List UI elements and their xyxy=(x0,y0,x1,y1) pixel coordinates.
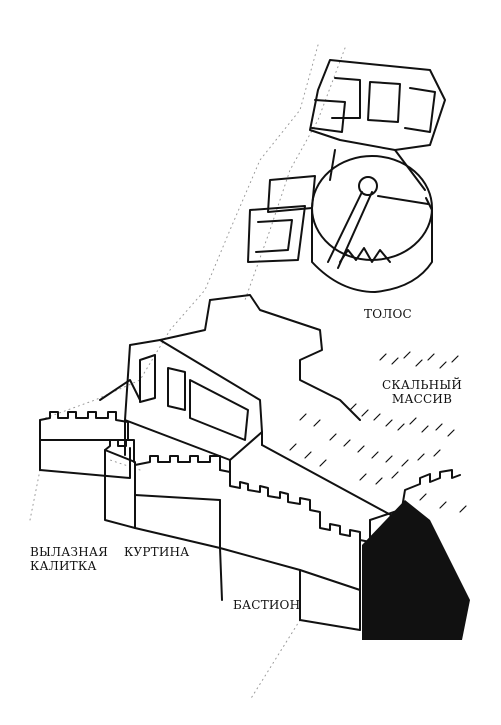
rock-hatching xyxy=(289,351,467,513)
label-sally-line2: КАЛИТКА xyxy=(30,559,97,573)
curtain-wall xyxy=(104,439,221,549)
label-curtain: КУРТИНА xyxy=(124,545,190,559)
wall-left-merlons xyxy=(39,411,131,479)
label-sally-port: ВЫЛАЗНАЯ КАЛИТКА xyxy=(30,545,108,573)
label-rock-massif: СКАЛЬНЫЙ МАССИВ xyxy=(382,378,462,406)
central-tower xyxy=(124,339,263,476)
label-tholos: ТОЛОС xyxy=(364,307,412,321)
mid-rooms xyxy=(247,175,316,263)
upper-rooms xyxy=(309,59,446,151)
label-rock-line1: СКАЛЬНЫЙ xyxy=(382,378,462,392)
label-rock-line2: МАССИВ xyxy=(391,392,453,406)
label-bastion: БАСТИОН xyxy=(233,598,301,612)
inner-walls xyxy=(99,294,361,421)
bastion-wall xyxy=(219,444,461,631)
bastion-shadow xyxy=(362,500,470,640)
tholos-structure xyxy=(311,149,433,293)
label-sally-line1: ВЫЛАЗНАЯ xyxy=(30,545,109,559)
